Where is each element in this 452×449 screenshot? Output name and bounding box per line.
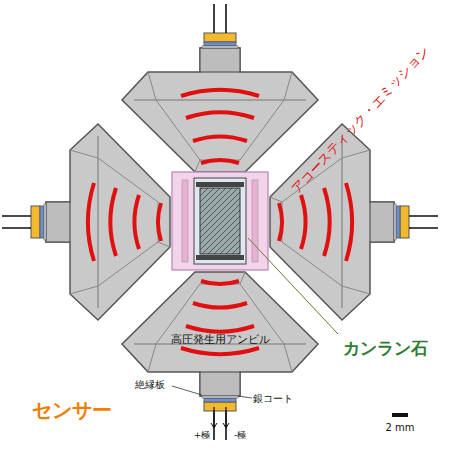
anvil-label-box: 高圧発生用アンビル [140, 326, 300, 352]
anvil-label: 高圧発生用アンビル [171, 332, 270, 347]
part-label: 絶縁板 [135, 379, 165, 390]
pin-label: -極 [234, 431, 246, 441]
part-label: センサー [32, 399, 112, 421]
cell [194, 178, 246, 264]
part-label: カンラン石 [343, 339, 428, 358]
leader-line [172, 386, 202, 395]
leader-line [248, 238, 338, 334]
plate [196, 255, 244, 260]
sample-assembly [172, 172, 268, 270]
scale-label: 2 mm [385, 422, 414, 433]
heater [182, 180, 188, 262]
scale-bar [392, 413, 408, 417]
heater [252, 180, 258, 262]
olivine-sample [200, 188, 240, 254]
plate [196, 182, 244, 187]
part-label: 銀コート [253, 393, 293, 404]
wire-arrow [211, 423, 229, 428]
leader-line [238, 396, 252, 398]
pin-label: +極 [194, 431, 211, 441]
